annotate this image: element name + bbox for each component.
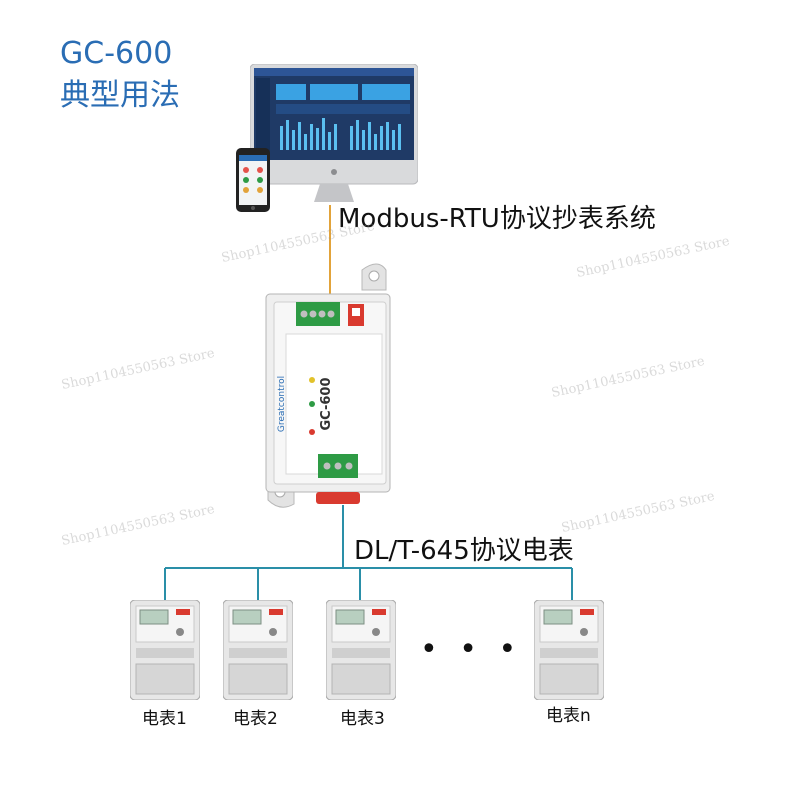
- led-run: [309, 377, 315, 383]
- gc600-converter-device: GC-600 Greatcontrol: [265, 263, 391, 508]
- electric-meter-3-icon: [326, 600, 396, 700]
- meter-label-2: 电表2: [233, 709, 278, 729]
- led-pwr: [309, 429, 315, 435]
- mobile-phone-icon: [236, 148, 270, 212]
- electric-meter-1-icon: [130, 600, 200, 700]
- more-meters-ellipsis: • • •: [420, 632, 523, 667]
- meter-protocol-label: DL/T-645协议电表: [354, 536, 574, 566]
- usage-subtitle: 典型用法: [60, 78, 180, 113]
- model-title: GC-600: [60, 36, 173, 71]
- device-brand-label: Greatcontrol: [277, 376, 287, 432]
- meter-label-1: 电表1: [142, 709, 187, 729]
- led-data: [309, 401, 315, 407]
- meter-label-3: 电表3: [340, 709, 385, 729]
- electric-meter-2-icon: [223, 600, 293, 700]
- electric-meter-n-icon: [534, 600, 604, 700]
- device-model-label: GC-600: [319, 377, 334, 430]
- meter-label-n: 电表n: [546, 706, 591, 726]
- system-label: Modbus-RTU协议抄表系统: [338, 204, 656, 234]
- desktop-monitor-icon: [250, 64, 418, 202]
